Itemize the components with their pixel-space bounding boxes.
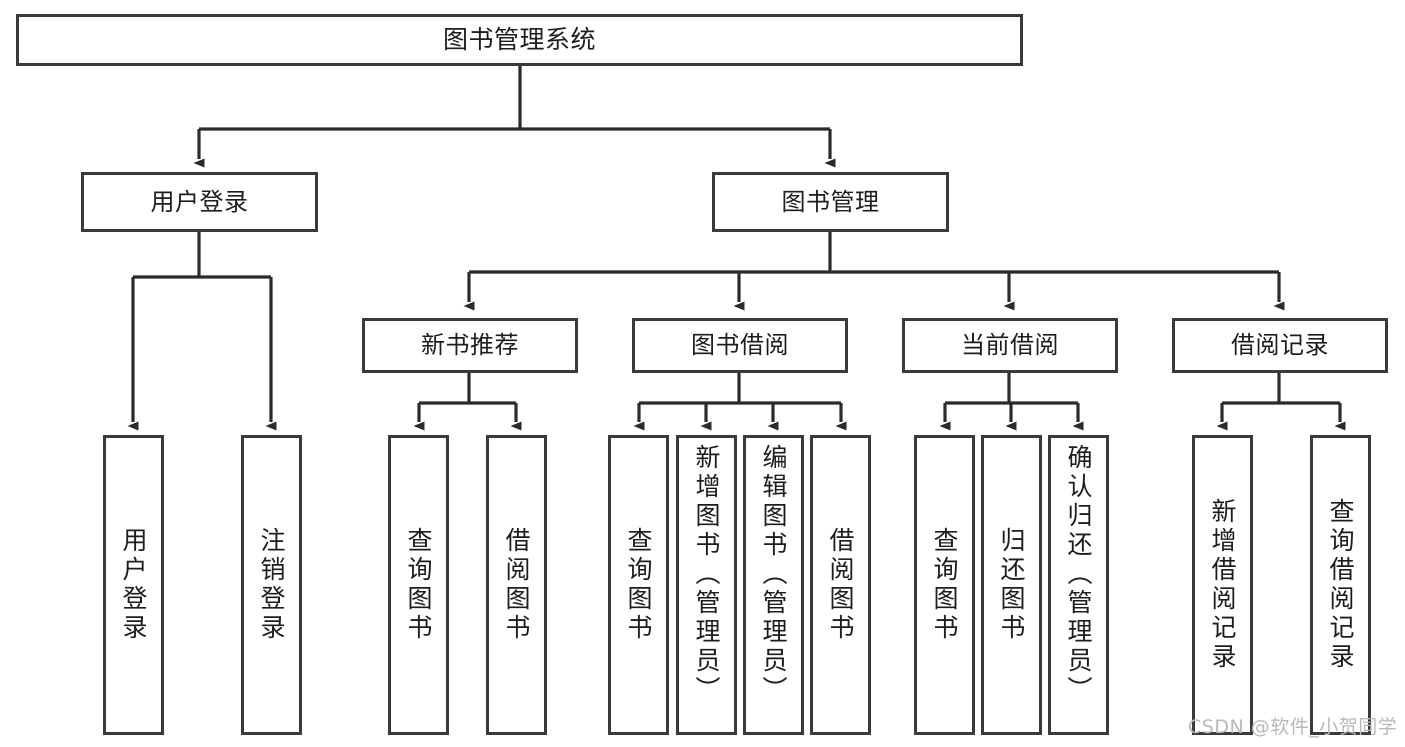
leaf-add-borrow-record[interactable]: 新增借阅记录 (1192, 435, 1253, 735)
leaf-query-book-borrow[interactable]: 查询图书 (608, 435, 669, 735)
node-label: 查询图书 (624, 527, 653, 643)
node-label: 图书管理 (781, 187, 880, 216)
node-label: 归还图书 (997, 527, 1026, 643)
leaf-confirm-return-admin[interactable]: 确认归还（管理员） (1048, 435, 1109, 735)
node-label: 注销登录 (257, 527, 286, 643)
node-label: 新增图书（管理员） (692, 444, 721, 705)
csdn-watermark: CSDN @软件_小贺同学 (1188, 716, 1398, 738)
leaf-logout[interactable]: 注销登录 (241, 435, 302, 735)
node-label: 当前借阅 (961, 331, 1059, 360)
node-label: 查询借阅记录 (1326, 498, 1355, 672)
leaf-return-book[interactable]: 归还图书 (981, 435, 1042, 735)
node-label: 查询图书 (930, 527, 959, 643)
node-label: 图书借阅 (691, 331, 789, 360)
node-label: 借阅图书 (826, 527, 855, 643)
node-label: 编辑图书（管理员） (759, 444, 788, 705)
node-label: 查询图书 (404, 527, 433, 643)
node-label: 确认归还（管理员） (1064, 444, 1093, 705)
node-borrow-records[interactable]: 借阅记录 (1172, 318, 1388, 373)
node-root-system[interactable]: 图书管理系统 (16, 14, 1023, 66)
node-book-management[interactable]: 图书管理 (712, 172, 949, 232)
node-label: 借阅记录 (1231, 331, 1329, 360)
node-label: 图书管理系统 (442, 25, 596, 55)
node-current-borrow[interactable]: 当前借阅 (902, 318, 1118, 373)
node-label: 新增借阅记录 (1208, 498, 1237, 672)
node-label: 用户登录 (150, 187, 249, 216)
node-user-login[interactable]: 用户登录 (81, 172, 318, 232)
node-book-borrow[interactable]: 图书借阅 (632, 318, 848, 373)
node-new-book-recommend[interactable]: 新书推荐 (362, 318, 578, 373)
node-label: 借阅图书 (502, 527, 531, 643)
leaf-user-login[interactable]: 用户登录 (103, 435, 164, 735)
leaf-query-book-current[interactable]: 查询图书 (914, 435, 975, 735)
leaf-edit-book-admin[interactable]: 编辑图书（管理员） (743, 435, 804, 735)
node-label: 新书推荐 (421, 331, 519, 360)
leaf-borrow-book[interactable]: 借阅图书 (810, 435, 871, 735)
node-label: 用户登录 (119, 527, 148, 643)
leaf-query-book-recommend[interactable]: 查询图书 (388, 435, 449, 735)
leaf-query-borrow-record[interactable]: 查询借阅记录 (1310, 435, 1371, 735)
leaf-add-book-admin[interactable]: 新增图书（管理员） (676, 435, 737, 735)
leaf-borrow-book-recommend[interactable]: 借阅图书 (486, 435, 547, 735)
